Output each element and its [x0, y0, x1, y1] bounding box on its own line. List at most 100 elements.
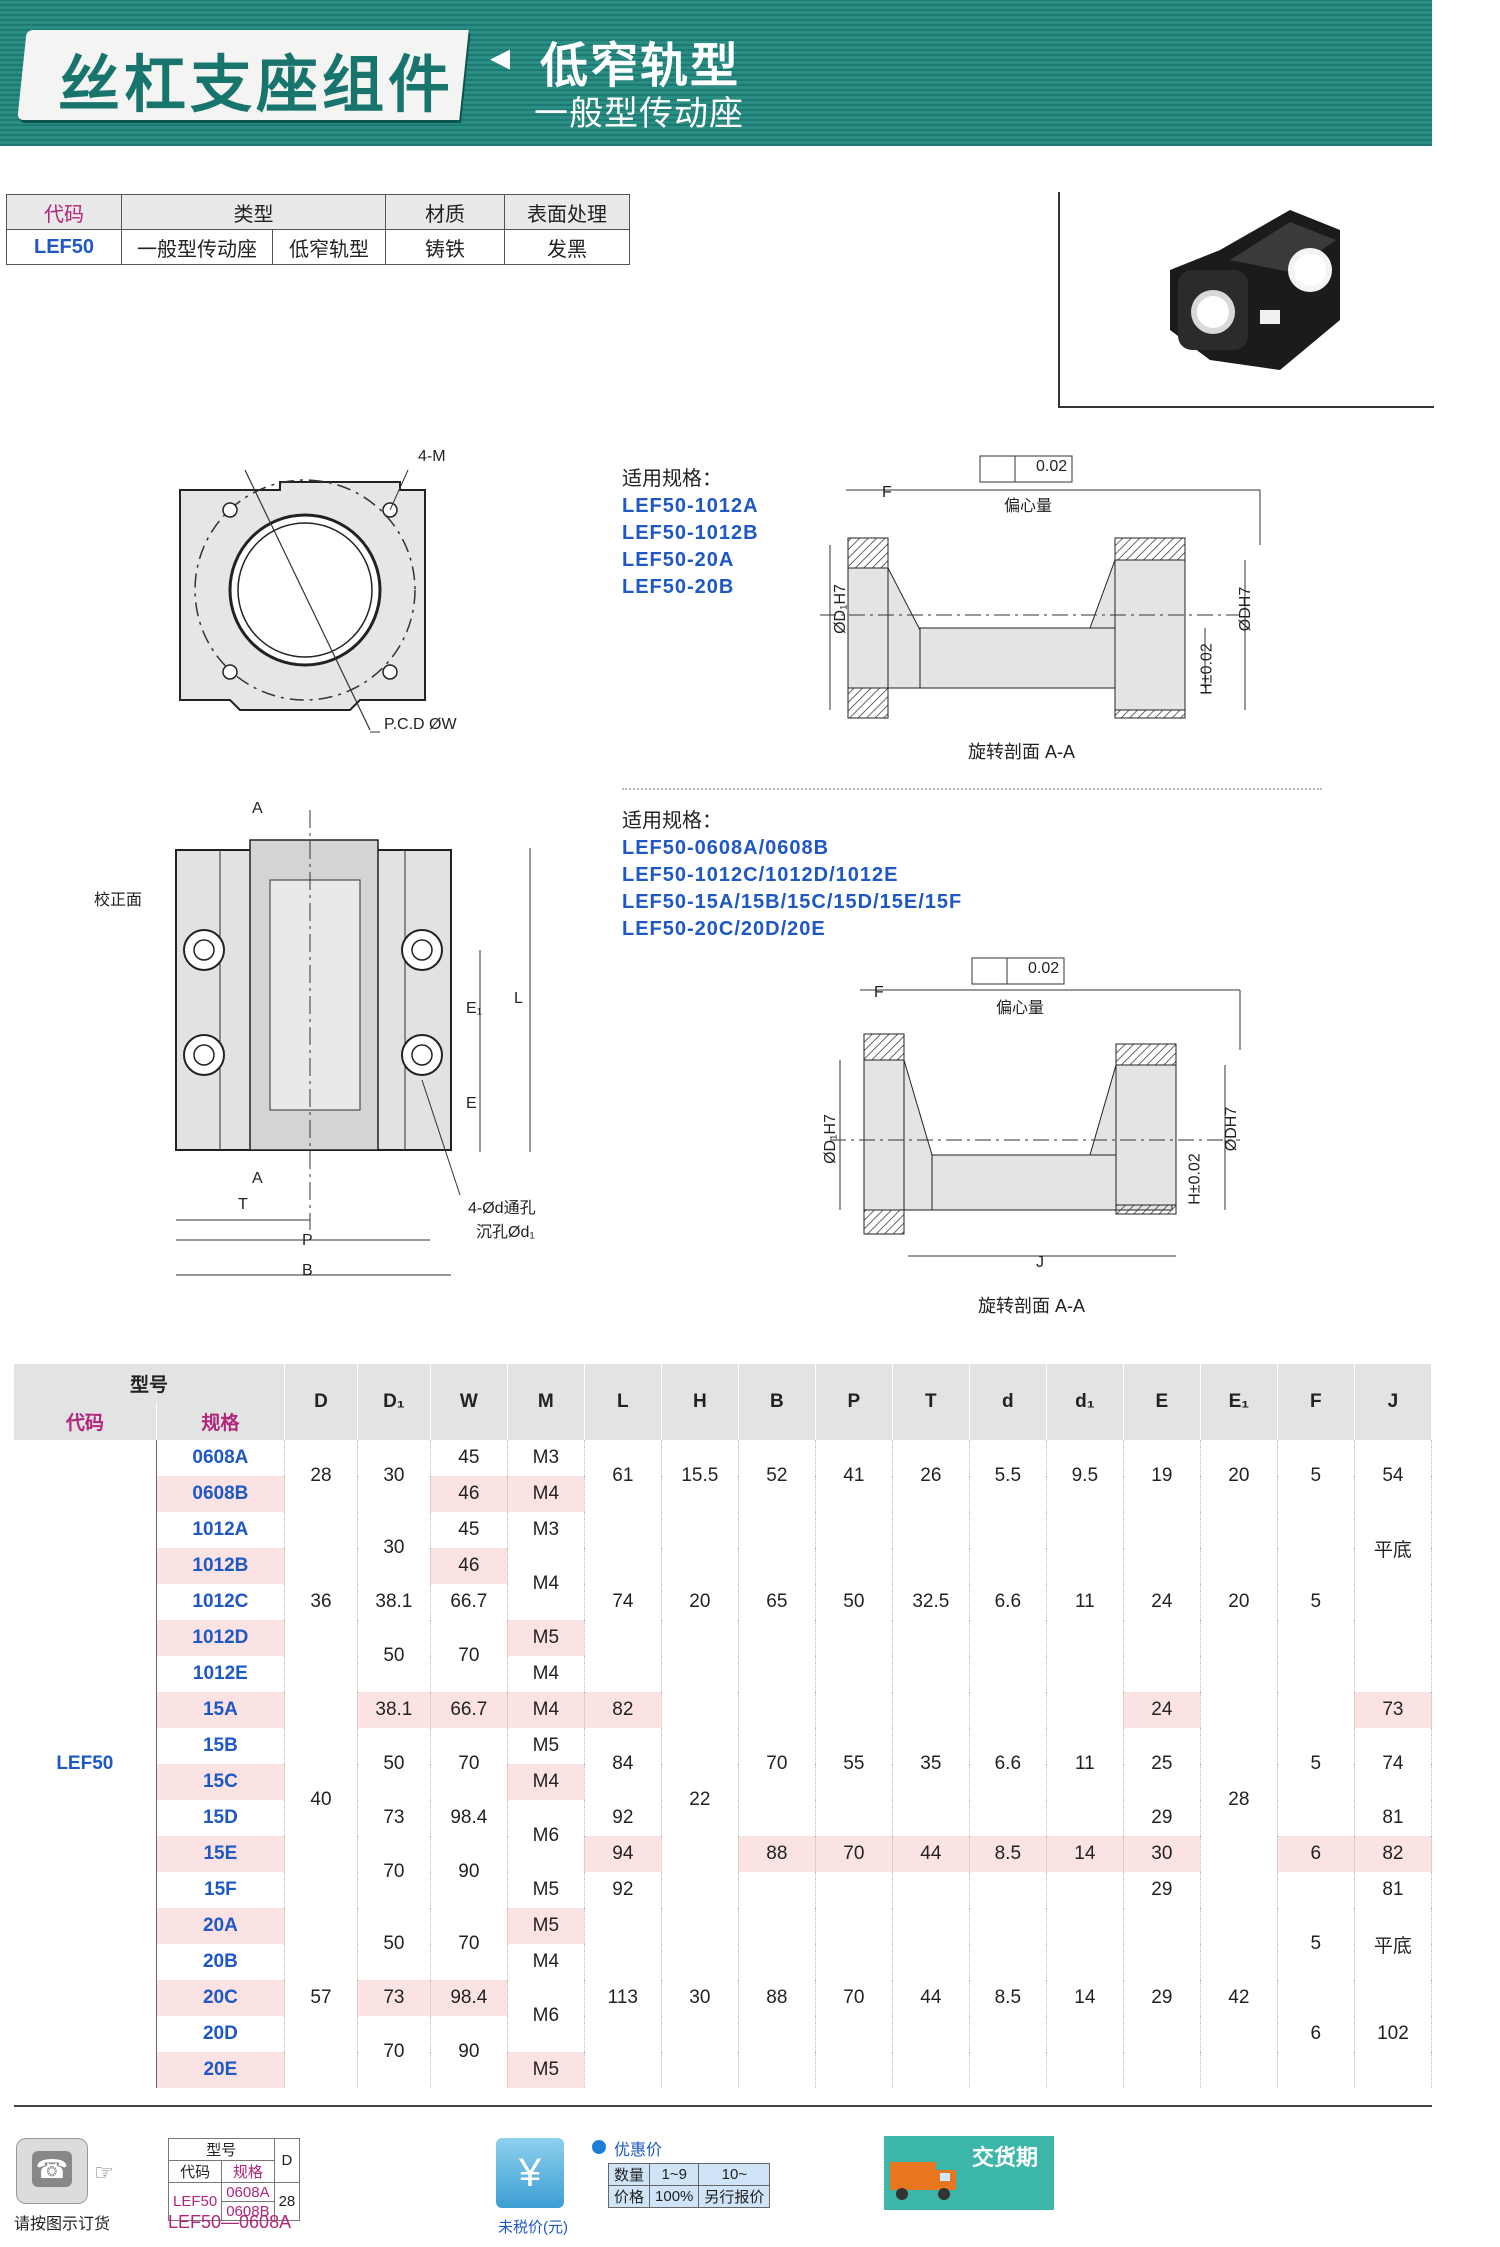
cell: 29: [1123, 1800, 1201, 1836]
cell: 14: [1046, 1908, 1124, 2088]
col-header: d₁: [1046, 1364, 1124, 1440]
info-type1: 一般型传动座: [121, 229, 273, 265]
cell: 44: [892, 1908, 970, 2088]
cell: 70: [815, 1836, 893, 1872]
divider: [622, 788, 1322, 790]
cell: 26: [892, 1440, 970, 1512]
spec-label: 适用规格：: [622, 810, 722, 832]
order-header-code: 代码: [167, 2160, 223, 2183]
dim-f: F: [882, 484, 892, 501]
cell: 29: [1123, 1872, 1201, 1908]
cell: 8.5: [969, 1908, 1047, 2088]
cell: 92: [584, 1872, 662, 1908]
arrow-left-icon: ◂: [490, 35, 511, 79]
cell: 88: [738, 1836, 816, 1872]
info-header-surface: 表面处理: [504, 194, 630, 230]
spec-cell: 1012A: [155, 1512, 286, 1548]
price-tier-1: 100%: [649, 2185, 700, 2208]
order-d: 28: [273, 2182, 301, 2221]
dimension-table: 型号 D D₁ W M L H B P T d d₁ E E₁ F J 代码 规…: [14, 1364, 1433, 2088]
dim-d: ØDH7: [1237, 586, 1255, 632]
cell: 28: [1200, 1692, 1278, 1908]
cell: M4: [507, 1692, 585, 1728]
cell: 30: [1123, 1836, 1201, 1872]
model-code: LEF50: [14, 1440, 157, 2088]
info-header-code: 代码: [6, 194, 122, 230]
spec-cell: 15E: [155, 1836, 286, 1872]
dim-e1: E₁: [466, 1000, 483, 1017]
cell: M3: [507, 1440, 585, 1476]
tax-label: 未税价(元): [498, 2219, 568, 2236]
cell: 82: [584, 1692, 662, 1728]
section-caption-1: 旋转剖面 A-A: [968, 742, 1076, 762]
spec-label: 适用规格：: [622, 468, 722, 490]
info-surface: 发黑: [504, 229, 630, 265]
cell: 11: [1046, 1692, 1124, 1836]
qty-tier-1: 1~9: [649, 2163, 700, 2186]
page-title: 丝杠支座组件: [58, 51, 455, 120]
cell: 82: [1354, 1836, 1433, 1872]
qty-label: 数量: [607, 2163, 651, 2186]
cell: 5: [1277, 1512, 1355, 1692]
section-a-top: A: [252, 800, 263, 817]
calibration-face-label: 校正面: [94, 892, 143, 909]
cell: 19: [1123, 1440, 1201, 1512]
cell: 102: [1354, 1980, 1433, 2088]
cell: 5.5: [969, 1440, 1047, 1512]
cell: M4: [507, 1656, 585, 1692]
spec-cell: 20E: [155, 2052, 286, 2088]
pcd-label: P.C.D ØW: [384, 716, 457, 733]
spec-cell: 1012E: [155, 1656, 286, 1692]
cell: 70: [357, 1836, 431, 1908]
cell: 45: [430, 1440, 508, 1476]
cell: 88: [738, 1908, 816, 2088]
order-spec-2: 0608B: [221, 2201, 275, 2221]
tolerance-value: 0.02: [1028, 960, 1060, 977]
cell: 9.5: [1046, 1440, 1124, 1512]
col-header: d: [969, 1364, 1047, 1440]
cell: [815, 1872, 893, 1908]
col-header: M: [507, 1364, 585, 1440]
section-caption-2: 旋转剖面 A-A: [978, 1296, 1086, 1316]
cell: M4: [507, 1764, 585, 1800]
order-header-model: 型号: [168, 2138, 275, 2161]
cell: 113: [584, 1908, 662, 2088]
cell: 6: [1277, 1836, 1355, 1872]
cell: 28: [284, 1440, 358, 1512]
info-type2: 低窄轨型: [272, 229, 386, 265]
cell: 73: [357, 1980, 431, 2016]
col-header: E₁: [1200, 1364, 1278, 1440]
cell: 73: [1354, 1692, 1433, 1728]
col-header: P: [815, 1364, 893, 1440]
order-code: LEF50: [167, 2182, 223, 2221]
cell: 35: [892, 1692, 970, 1836]
info-header-material: 材质: [385, 194, 505, 230]
cell: M5: [507, 1908, 585, 1944]
cell: 20: [1200, 1512, 1278, 1692]
cell: M5: [507, 1872, 585, 1908]
bolt-label: 4-M: [418, 448, 446, 465]
col-header: D: [284, 1364, 358, 1440]
phone-icon: ☎: [16, 2138, 88, 2204]
dim-d1: ØD₁H7: [831, 584, 849, 634]
header-code: 代码: [14, 1402, 157, 1440]
order-header-spec: 规格: [221, 2160, 275, 2183]
truck-icon: [890, 2162, 956, 2200]
cell: 92: [584, 1800, 662, 1836]
cell: 30: [357, 1512, 431, 1584]
spec-code: LEF50-1012B: [622, 522, 759, 544]
cell: 66.7: [430, 1584, 508, 1620]
cell: 40: [284, 1692, 358, 1908]
order-spec-1: 0608A: [221, 2182, 275, 2202]
order-example: LEF50—0608A: [168, 2212, 292, 2232]
top-view-drawing: [179, 469, 426, 733]
cell: 平底: [1354, 1908, 1433, 1980]
spec-code: LEF50-0608A/0608B: [622, 837, 830, 859]
cell: 74: [584, 1512, 662, 1692]
cell: 52: [738, 1440, 816, 1512]
price-tier-2: 另行报价: [698, 2185, 771, 2208]
cell: 22: [661, 1692, 739, 1908]
info-material: 铸铁: [385, 229, 505, 265]
info-table: 代码 类型 材质 表面处理 LEF50 一般型传动座 低窄轨型 铸铁 发黑: [6, 194, 630, 265]
spec-cell: 20A: [155, 1908, 286, 1944]
